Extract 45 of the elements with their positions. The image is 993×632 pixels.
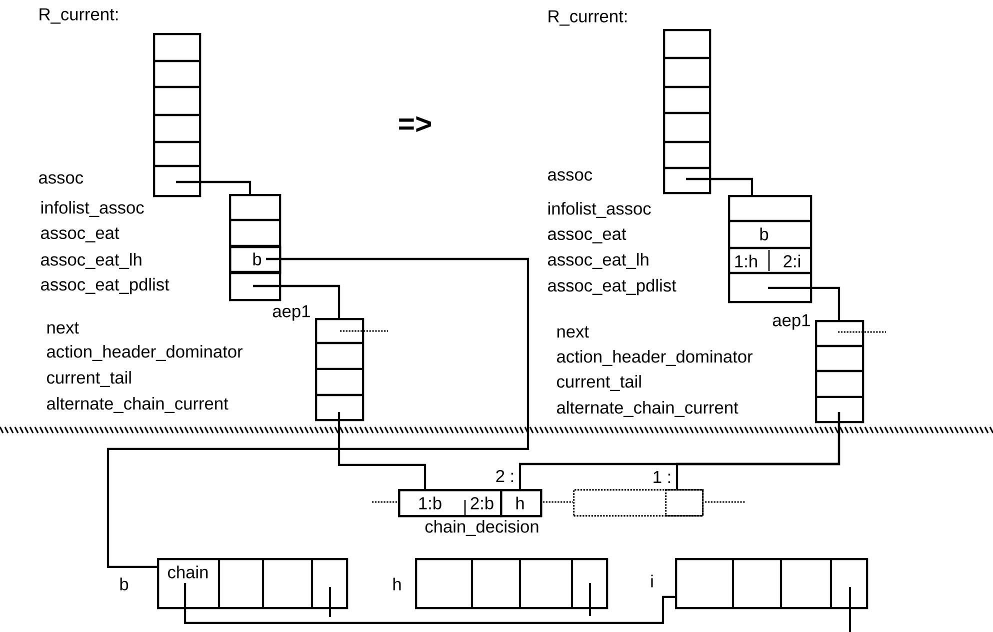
- record-box: chain: [157, 558, 348, 610]
- record-label: h: [393, 578, 401, 590]
- record-box: [229, 194, 282, 302]
- field-name: next: [557, 326, 589, 338]
- record-box: [665, 489, 704, 517]
- record-box: b 1:h 2:i: [728, 195, 812, 304]
- connector-line: [768, 286, 840, 320]
- connector-line: [253, 284, 340, 318]
- field-name: assoc_eat_pdlist: [41, 278, 170, 294]
- field-name: infolist_assoc: [548, 202, 651, 218]
- connector-line: [686, 178, 754, 195]
- field-name: assoc_eat: [41, 228, 120, 242]
- field-name: next: [47, 322, 79, 334]
- connector-line: [176, 180, 252, 194]
- record-label: chain_decision: [425, 520, 538, 536]
- field-name: alternate_chain_current: [47, 396, 228, 413]
- field-name: assoc: [548, 171, 592, 181]
- record-heading: aep1: [272, 305, 310, 321]
- field-name: assoc_eat_pdlist: [548, 278, 676, 296]
- field-name: assoc_eat: [548, 228, 626, 244]
- field-name: current_tail: [557, 374, 641, 391]
- record-box: 1:b 2:b: [398, 489, 502, 518]
- field-name: infolist_assoc: [41, 201, 144, 217]
- record-box: [573, 489, 704, 517]
- connector-line: [540, 501, 573, 503]
- field-name: alternate_chain_current: [557, 400, 738, 417]
- record-heading: aep1: [772, 314, 810, 330]
- field-name: assoc_eat_lh: [41, 253, 142, 269]
- record-heading: R_current:: [548, 10, 627, 26]
- edge-label: 1 :: [651, 470, 673, 484]
- field-name: current_tail: [47, 370, 131, 387]
- field-name: action_header_dominator: [557, 350, 753, 366]
- field-name: assoc_eat_lh: [548, 253, 648, 269]
- transform-symbol: =>: [399, 116, 431, 132]
- record-label: b: [120, 578, 128, 590]
- record-heading: R_current:: [40, 8, 118, 24]
- edge-label: 2 :: [494, 468, 516, 484]
- record-box: b: [229, 246, 282, 274]
- field-name: assoc: [39, 174, 84, 184]
- record-box: h: [500, 489, 542, 518]
- field-name: action_header_dominator: [47, 344, 243, 361]
- connector-line: [338, 412, 426, 489]
- record-label: i: [651, 574, 653, 588]
- connector-line: [676, 412, 840, 489]
- connector-line: [106, 258, 530, 568]
